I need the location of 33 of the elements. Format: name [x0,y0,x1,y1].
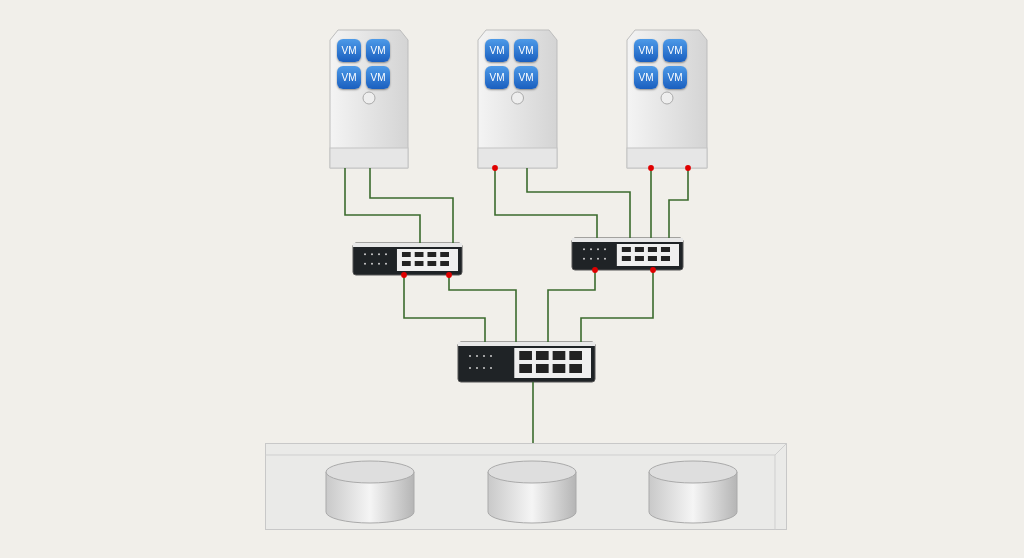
vm-tile: VM [366,66,390,89]
cable-line [369,167,454,244]
cable-line [492,165,598,239]
cable-line [580,267,656,343]
vm-tile: VM [514,39,538,62]
cable-line [446,272,517,343]
cable-line [401,272,486,343]
network-switch [353,243,462,275]
vm-tile: VM [663,66,687,89]
disk-cylinder [648,460,738,524]
vm-tile: VM [514,66,538,89]
vm-tile: VM [366,39,390,62]
storage-enclosure [265,443,787,530]
vm-tile: VM [485,66,509,89]
vm-tile: VM [485,39,509,62]
vm-tile: VM [663,39,687,62]
cable-line [668,165,691,239]
network-switch [458,342,595,382]
cable-line [547,267,598,343]
server-tower [478,30,557,168]
cable-line [344,167,421,244]
network-switch [572,238,683,270]
vm-tile: VM [337,66,361,89]
vm-tile: VM [634,39,658,62]
server-tower [330,30,408,168]
vm-tile: VM [337,39,361,62]
cable-line [648,165,654,239]
disk-cylinder [325,460,415,524]
disk-cylinder [487,460,577,524]
vm-tile: VM [634,66,658,89]
cable-line [526,167,631,239]
cable-line [532,381,534,444]
server-tower [627,30,707,168]
